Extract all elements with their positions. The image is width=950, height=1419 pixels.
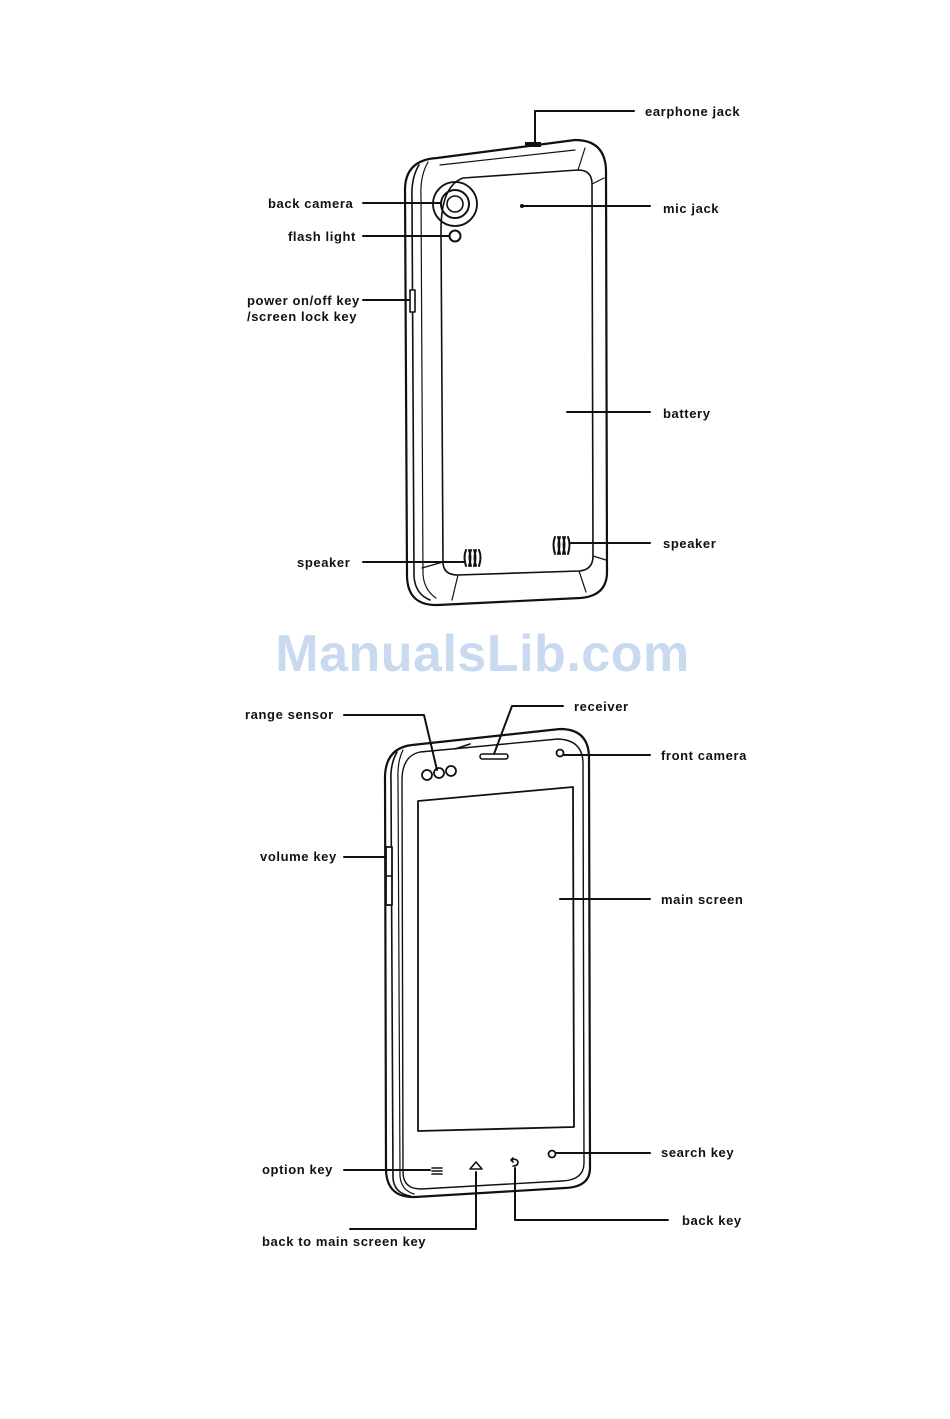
main-screen-panel [418, 787, 574, 1131]
label-back-key: back key [682, 1213, 742, 1228]
speaker-grille-left [465, 550, 481, 566]
label-back-camera: back camera [268, 196, 353, 211]
label-speaker-left: speaker [297, 555, 350, 570]
label-earphone-jack: earphone jack [645, 104, 740, 119]
range-sensor-1 [422, 770, 432, 780]
back-camera-lens [441, 190, 469, 218]
label-search-key: search key [661, 1145, 734, 1160]
home-key-icon [470, 1162, 482, 1169]
label-power-key-line1: power on/off key [247, 293, 360, 308]
phone-back-view [363, 111, 650, 605]
front-glass-edge [402, 739, 584, 1189]
flash-light-icon [450, 231, 461, 242]
label-front-camera: front camera [661, 748, 747, 763]
label-back-to-main-screen-key: back to main screen key [262, 1234, 426, 1249]
label-mic-jack: mic jack [663, 201, 719, 216]
earphone-jack-port [525, 142, 541, 147]
phone-front-view [344, 706, 668, 1229]
label-power-key-line2: /screen lock key [247, 309, 357, 324]
back-body-outline [405, 140, 607, 605]
power-key-button [410, 290, 415, 312]
search-key-icon [549, 1151, 556, 1158]
range-sensor-3 [446, 766, 456, 776]
back-key-icon [511, 1158, 518, 1166]
front-camera-icon [557, 750, 564, 757]
back-inner-panel [441, 170, 593, 575]
label-speaker-right: speaker [663, 536, 716, 551]
manualslib-watermark: ManualsLib.com [0, 624, 950, 684]
option-key-icon [432, 1168, 442, 1174]
label-option-key: option key [262, 1162, 333, 1177]
label-range-sensor: range sensor [245, 707, 334, 722]
label-main-screen: main screen [661, 892, 743, 907]
range-sensor-2 [434, 768, 444, 778]
label-receiver: receiver [574, 699, 629, 714]
label-battery: battery [663, 406, 711, 421]
speaker-grille-right [554, 537, 570, 554]
label-volume-key: volume key [260, 849, 337, 864]
label-flash-light: flash light [288, 229, 356, 244]
